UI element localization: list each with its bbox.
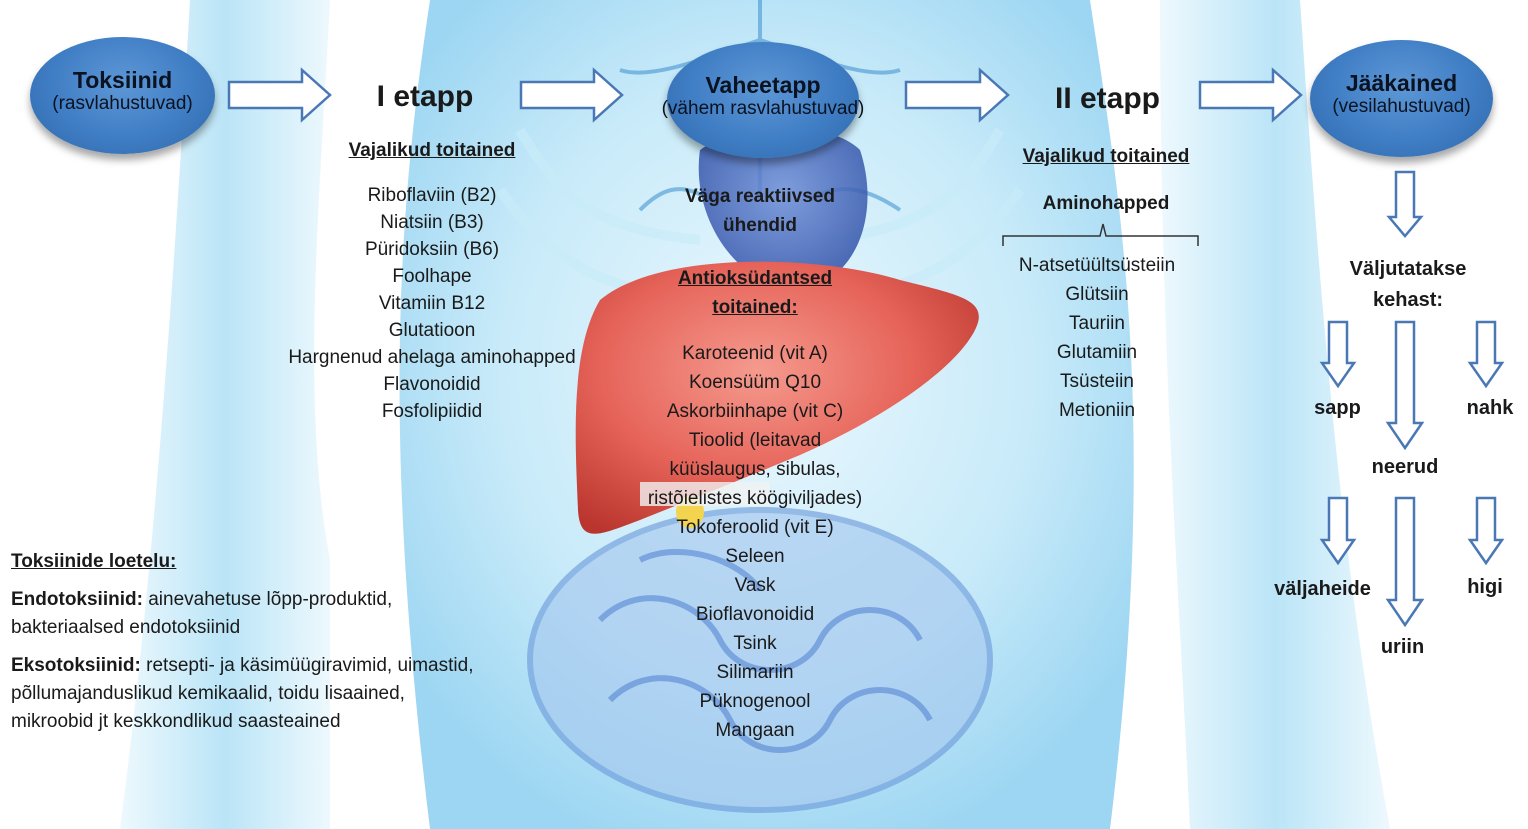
list-item: Vitamiin B12 [272, 290, 592, 317]
brace-icon [1003, 224, 1198, 246]
list-item: Tsink [620, 629, 890, 658]
list-item: Hargnenud ahelaga aminohapped [272, 344, 592, 371]
toxins-title: Toksiinid [30, 67, 215, 94]
list-item: Glütsiin [997, 280, 1197, 309]
residues-node: Jääkained (vesilahustuvad) [1310, 40, 1493, 157]
list-item: Askorbiinhape (vit C) [620, 397, 890, 426]
phase1-nutrients-heading: Vajalikud toitained [332, 140, 532, 162]
antioxidant-list: Karoteenid (vit A) Koensüüm Q10 Askorbii… [620, 339, 890, 745]
arrow-down-icon [1322, 322, 1354, 386]
list-item: Metioniin [997, 396, 1197, 425]
arrow-down-icon [1470, 322, 1502, 386]
list-item: Tioolid (leitavad [620, 426, 890, 455]
list-item: Glutamiin [997, 338, 1197, 367]
list-item: Vask [620, 571, 890, 600]
list-item: Silimariin [620, 658, 890, 687]
phase1-nutrient-list: Riboflaviin (B2) Niatsiin (B3) Püridoksi… [272, 182, 592, 425]
exotoxins-text: retsepti- ja käsimüügiravimid, uimastid, [146, 655, 473, 676]
exotoxins-text-3: mikroobid jt keskkondlikud saasteained [11, 708, 531, 736]
list-item: Riboflaviin (B2) [272, 182, 592, 209]
list-item: Bioflavonoidid [620, 600, 890, 629]
arrow-down-icon [1322, 498, 1354, 563]
phase1-title: I etapp [355, 80, 495, 114]
excretion-heading-line2: kehast: [1318, 285, 1498, 316]
phase2-title: II etapp [1035, 82, 1180, 116]
list-item: Tokoferoolid (vit E) [620, 513, 890, 542]
list-item: Foolhape [272, 263, 592, 290]
list-item: N-atsetüültsüsteiin [997, 251, 1197, 280]
arrow-right-icon [906, 70, 1008, 120]
arrow-right-icon [521, 70, 622, 120]
intermediate-title: Vaheetapp [667, 72, 859, 99]
exotoxins-line1: Eksotoksiinid: retsepti- ja käsimüügirav… [11, 652, 531, 680]
list-item: Seleen [620, 542, 890, 571]
excretion-bile: sapp [1300, 397, 1375, 420]
list-item: Karoteenid (vit A) [620, 339, 890, 368]
antioxidants-heading-line1: Antioksüdantsed [640, 264, 870, 293]
list-item: Flavonoidid [272, 371, 592, 398]
list-item: Niatsiin (B3) [272, 209, 592, 236]
intermediate-node: Vaheetapp (vähem rasvlahustuvad) [667, 42, 859, 158]
amino-acid-list: N-atsetüültsüsteiin Glütsiin Tauriin Glu… [997, 251, 1197, 425]
antioxidants-heading-line2: toitained: [640, 293, 870, 322]
arrow-down-icon [1388, 498, 1422, 625]
toxins-subtitle: (rasvlahustuvad) [30, 94, 215, 114]
exotoxins-label: Eksotoksiinid: [11, 655, 141, 676]
list-item: Püknogenool [620, 687, 890, 716]
arrow-right-icon [229, 70, 330, 120]
endotoxins-text: ainevahetuse lõpp-produktid, [148, 589, 392, 610]
list-item: Koensüüm Q10 [620, 368, 890, 397]
endotoxins-label: Endotoksiinid: [11, 589, 143, 610]
list-item: Glutatioon [272, 317, 592, 344]
list-item: küüslaugus, sibulas, [620, 455, 890, 484]
excretion-kidneys: neerud [1360, 456, 1450, 479]
intermediate-subtitle: (vähem rasvlahustuvad) [647, 99, 879, 119]
reactive-line2: ühendid [660, 211, 860, 240]
exotoxins-text-2: põllumajanduslikud kemikaalid, toidu lis… [11, 680, 531, 708]
excretion-feces: väljaheide [1265, 578, 1380, 601]
excretion-heading-line1: Väljutatakse [1318, 254, 1498, 285]
reactive-compounds: Väga reaktiivsed ühendid [660, 182, 860, 240]
toxin-list-heading: Toksiinide loetelu: [11, 548, 531, 576]
phase2-nutrients-heading: Vajalikud toitained [1006, 146, 1206, 168]
arrow-down-icon [1389, 172, 1421, 236]
residues-title: Jääkained [1310, 70, 1493, 97]
arrow-right-icon [1200, 70, 1301, 120]
amino-acids-heading: Aminohapped [1006, 193, 1206, 215]
residues-subtitle: (vesilahustuvad) [1310, 97, 1493, 117]
antioxidants-heading: Antioksüdantsed toitained: [640, 264, 870, 322]
list-item: Tauriin [997, 309, 1197, 338]
arrow-down-icon [1470, 498, 1502, 563]
list-item: Tsüsteiin [997, 367, 1197, 396]
endotoxins-text-2: bakteriaalsed endotoksiinid [11, 614, 531, 642]
toxins-node: Toksiinid (rasvlahustuvad) [30, 37, 215, 154]
list-item: Mangaan [620, 716, 890, 745]
list-item: ristõielistes köögiviljades) [620, 484, 890, 513]
arrow-down-icon [1388, 322, 1422, 448]
reactive-line1: Väga reaktiivsed [660, 182, 860, 211]
list-item: Fosfolipiidid [272, 398, 592, 425]
excretion-heading: Väljutatakse kehast: [1318, 254, 1498, 316]
excretion-urine: uriin [1365, 636, 1440, 659]
excretion-sweat: higi [1455, 576, 1515, 599]
excretion-skin: nahk [1455, 397, 1525, 420]
endotoxins-line1: Endotoksiinid: ainevahetuse lõpp-produkt… [11, 586, 531, 614]
list-item: Püridoksiin (B6) [272, 236, 592, 263]
toxin-list: Toksiinide loetelu: Endotoksiinid: ainev… [11, 548, 531, 736]
